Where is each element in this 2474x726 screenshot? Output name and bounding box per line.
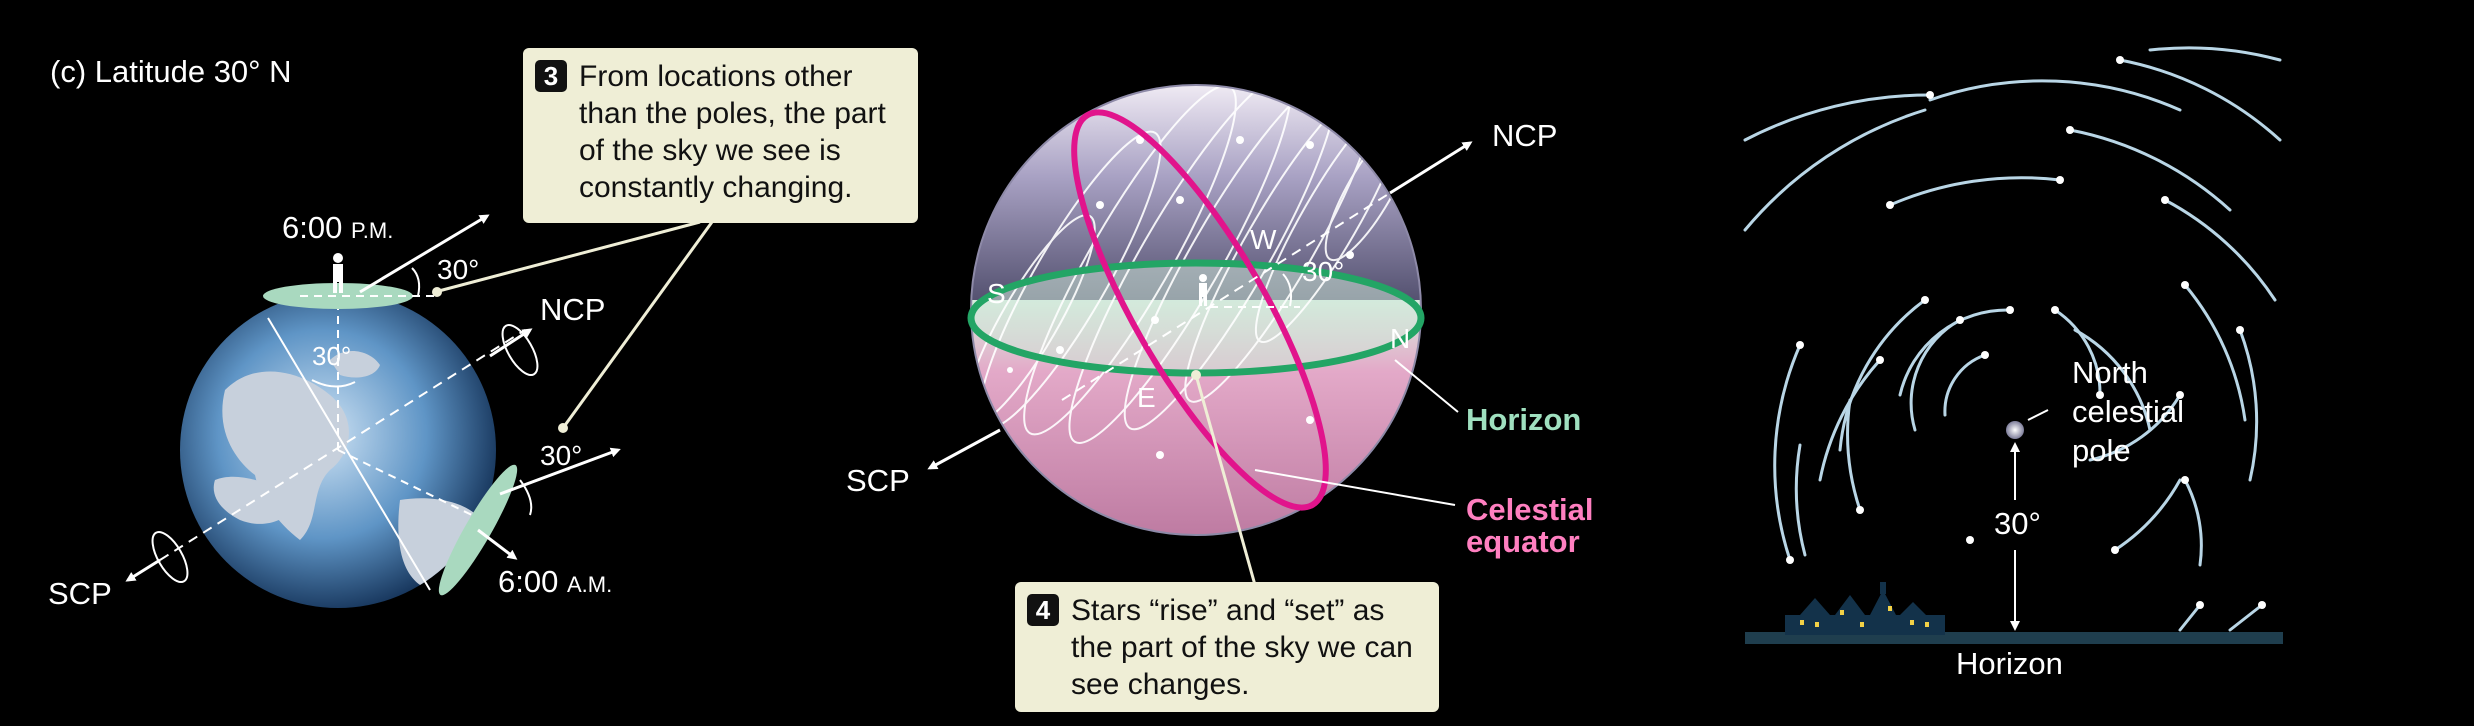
celestial-sphere-diagram [927, 84, 1473, 586]
pm-time-label: 6:00 P.M. [282, 212, 393, 243]
earth-ncp-label: NCP [540, 292, 606, 327]
earth-diagram [125, 214, 714, 608]
latitude-angle-arc [311, 379, 356, 388]
horizon-disc [971, 263, 1421, 373]
town-silhouette [1785, 582, 1945, 635]
earth-ncp-rotation-icon [501, 324, 539, 376]
callout3-pointer-line-2 [561, 221, 714, 429]
horizon-plane-pm [263, 283, 413, 309]
sky-view-diagram [1743, 46, 2283, 644]
sphere-angle-label: 30° [1302, 256, 1345, 287]
callout-4-number: 4 [1027, 594, 1059, 626]
pole-label-line2: celestial [2072, 394, 2184, 429]
sphere-ncp-label: NCP [1492, 118, 1558, 153]
pointer-dot-east [1191, 370, 1201, 380]
callout-3-number: 3 [535, 60, 567, 92]
am-suffix: A.M. [566, 572, 613, 597]
pointer-dot-am [558, 423, 568, 433]
north-celestial-pole-star [2006, 421, 2024, 439]
celestial-equator-label-line2: equator [1466, 524, 1580, 559]
pm-suffix: P.M. [350, 218, 394, 243]
callout-4: 4 Stars “rise” and “set” as the part of … [1015, 582, 1439, 712]
pm-time: 6:00 [282, 210, 343, 245]
pointer-dot-pm [432, 287, 442, 297]
pm-angle-label: 30° [437, 254, 480, 285]
sphere-west-label: W [1250, 224, 1277, 255]
earth-scp-arrow [125, 558, 161, 582]
earth-scp-label: SCP [48, 576, 112, 611]
sky-horizon-label: Horizon [1956, 646, 2063, 681]
callout4-pointer-line [1194, 374, 1257, 586]
sphere-east-label: E [1137, 382, 1156, 413]
pm-ncp-arrow [359, 214, 490, 294]
am-horizon-arrow [477, 528, 518, 560]
horizon-label: Horizon [1466, 402, 1582, 437]
sky-stars [1786, 56, 2266, 609]
earth-equator-dashed [159, 329, 526, 561]
am-angle-label: 30° [540, 440, 583, 471]
callout-3: 3 From locations other than the poles, t… [523, 48, 918, 223]
sphere-south-label: S [987, 278, 1006, 309]
pm-angle-arc [411, 267, 421, 297]
callout3-pointer-line-1 [434, 220, 701, 294]
sphere-scp-arrow [927, 428, 1001, 470]
latitude-angle-label: 30° [312, 341, 352, 371]
celestial-equator-label-line1: Celestial [1466, 492, 1594, 527]
town-windows [1800, 606, 1929, 627]
sphere-ncp-arrow [1389, 141, 1473, 195]
equator-label-line [1254, 469, 1456, 506]
callout-4-text: Stars “rise” and “set” as the part of th… [1071, 594, 1413, 701]
sphere-north-label: N [1390, 323, 1411, 354]
panel-label: (c) Latitude 30° N [50, 54, 292, 89]
am-angle-arc [519, 479, 533, 516]
observer-sphere-icon [1199, 274, 1207, 306]
sphere-scp-label: SCP [846, 463, 910, 498]
sphere-angle-arc [1282, 273, 1293, 307]
earth-center-line-right [337, 449, 479, 519]
am-time: 6:00 [498, 564, 559, 599]
am-time-label: 6:00 A.M. [498, 566, 612, 597]
sky-star-trails [1743, 46, 2282, 632]
pole-label-line3: pole [2072, 433, 2131, 468]
pole-label-line1: North [2072, 355, 2148, 390]
earth-scp-rotation-icon [151, 531, 189, 583]
callout-3-text: From locations other than the poles, the… [579, 60, 886, 204]
earth-axis-line [267, 317, 431, 591]
observer-pm-icon [333, 253, 343, 293]
sphere-axis-dashed [1061, 192, 1391, 401]
horizon-label-line [1394, 359, 1459, 413]
am-ncp-arrow [499, 447, 621, 496]
sky-angle-label: 30° [1990, 508, 2045, 539]
pole-label-line [2027, 409, 2049, 421]
